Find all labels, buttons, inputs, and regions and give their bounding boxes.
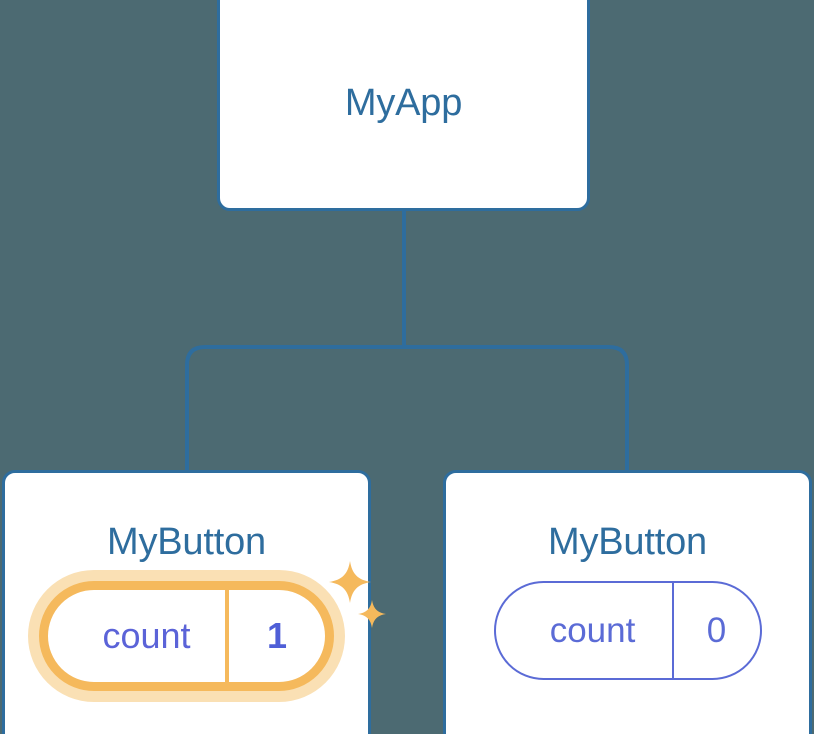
state-key-right: count	[549, 611, 636, 650]
state-pill-right[interactable]: count 0	[493, 581, 762, 680]
node-mybutton-left-label: MyButton	[107, 521, 266, 563]
sparkle-small-icon	[358, 600, 386, 628]
node-mybutton-right-label: MyButton	[548, 521, 707, 563]
node-myapp[interactable]: MyApp	[217, 0, 590, 211]
state-pill-left-wrap: count 1	[5, 561, 386, 702]
node-mybutton-right[interactable]: MyButton count 0	[443, 470, 812, 734]
connector-branch-bus	[185, 345, 629, 470]
state-pill-right-wrap: count 0	[446, 581, 809, 680]
state-value-left: 1	[225, 590, 325, 682]
state-value-right: 0	[671, 583, 760, 678]
state-pill-left[interactable]: count 1	[39, 581, 334, 691]
sparkle-large-icon	[329, 561, 371, 603]
state-key-left: count	[102, 615, 191, 656]
node-mybutton-left[interactable]: MyButton count 1	[2, 470, 386, 734]
node-myapp-label: MyApp	[344, 82, 463, 124]
